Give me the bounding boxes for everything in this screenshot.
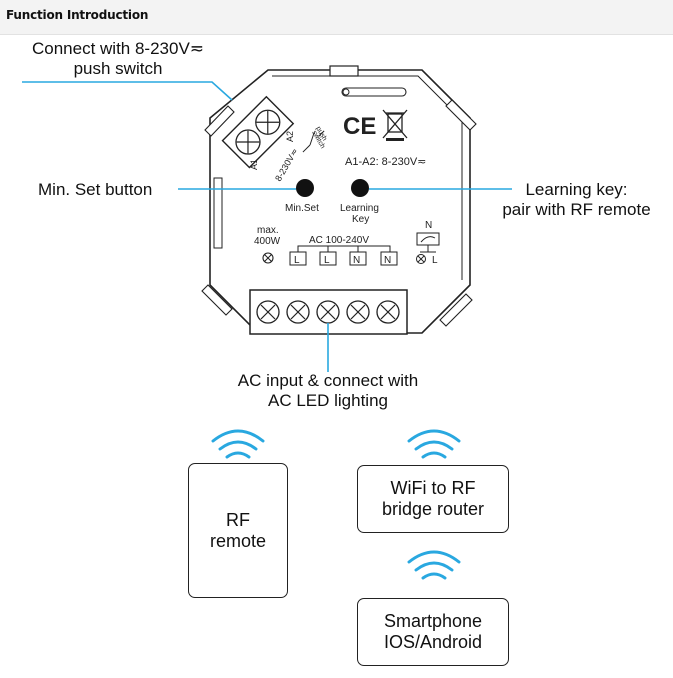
rf-remote-label-2: remote xyxy=(209,530,267,551)
smartphone-label-2: IOS/Android xyxy=(383,632,483,652)
bridge-router-label-1: WiFi to RF xyxy=(390,478,476,498)
screw-terminal-icon xyxy=(316,300,340,324)
push-switch-callout: Connect with 8-230V≂ push switch xyxy=(18,39,218,79)
wifi-icon xyxy=(407,429,461,459)
learning-key-callout: Learning key: pair with RF remote xyxy=(489,180,664,220)
header-bar: Function Introduction xyxy=(0,0,673,35)
max-label-2: 400W xyxy=(254,236,281,247)
min-set-button-label: Min.Set xyxy=(285,203,319,214)
learning-key-button xyxy=(351,179,369,197)
wifi-icon xyxy=(211,429,265,459)
ac-range-label: AC 100-240V xyxy=(309,235,369,246)
bridge-router-box: WiFi to RF bridge router xyxy=(357,465,509,533)
terminal-label-1: L xyxy=(294,255,300,266)
screw-terminal-icon xyxy=(255,109,281,135)
terminal-a1-label: A1 xyxy=(249,159,259,170)
mount-ear-right xyxy=(445,99,477,131)
screw-terminal-icon xyxy=(346,300,370,324)
push-switch-symbol xyxy=(302,130,325,153)
terminal-label-3: N xyxy=(353,255,360,266)
learning-key-label-1: Learning xyxy=(340,203,379,214)
top-clip xyxy=(329,65,359,77)
max-label-1: max. xyxy=(257,225,279,236)
ce-mark: CE xyxy=(343,113,376,140)
wifi-icon xyxy=(407,550,461,580)
ac-input-callout-line2: AC LED lighting xyxy=(267,391,388,410)
rf-remote-label-1: RF xyxy=(226,509,250,530)
lamp-symbol-icon xyxy=(262,252,274,264)
ac-input-callout: AC input & connect with AC LED lighting xyxy=(218,371,438,411)
push-switch-callout-line2: push switch xyxy=(73,59,163,78)
learning-key-label-2: Key xyxy=(352,214,369,225)
smartphone-box: Smartphone IOS/Android xyxy=(357,598,509,666)
rf-remote-box: RF remote xyxy=(188,463,288,598)
screw-terminal-icon xyxy=(256,300,280,324)
bridge-router-label-2: bridge router xyxy=(381,499,485,519)
learning-key-callout-line2: pair with RF remote xyxy=(502,200,651,219)
mount-ear-left xyxy=(204,105,235,137)
screw-terminal-icon xyxy=(376,300,400,324)
input-terminal-block xyxy=(221,95,295,169)
smartphone-label-1: Smartphone xyxy=(383,611,483,631)
ac-input-callout-line1: AC input & connect with xyxy=(237,371,419,390)
screw-terminal-icon xyxy=(286,300,310,324)
terminal-a2-label: A2 xyxy=(285,131,295,142)
lamp-symbol-icon xyxy=(416,254,426,264)
a1a2-rating: A1-A2: 8-230V≂ xyxy=(345,156,426,168)
push-switch-callout-line1: Connect with 8-230V≂ xyxy=(31,39,205,58)
n-label: N xyxy=(425,220,432,231)
terminal-label-2: L xyxy=(324,255,330,266)
screw-terminal-icon xyxy=(235,129,261,155)
crossed-bin-icon xyxy=(382,109,408,141)
page-title: Function Introduction xyxy=(6,8,149,22)
terminal-label-4: N xyxy=(384,255,391,266)
min-set-callout: Min. Set button xyxy=(38,180,153,199)
l-label: L xyxy=(432,255,438,266)
learning-key-callout-line1: Learning key: xyxy=(525,180,628,199)
antenna-slot xyxy=(341,87,407,97)
min-set-button xyxy=(296,179,314,197)
callout-line-push-switch xyxy=(22,81,233,101)
